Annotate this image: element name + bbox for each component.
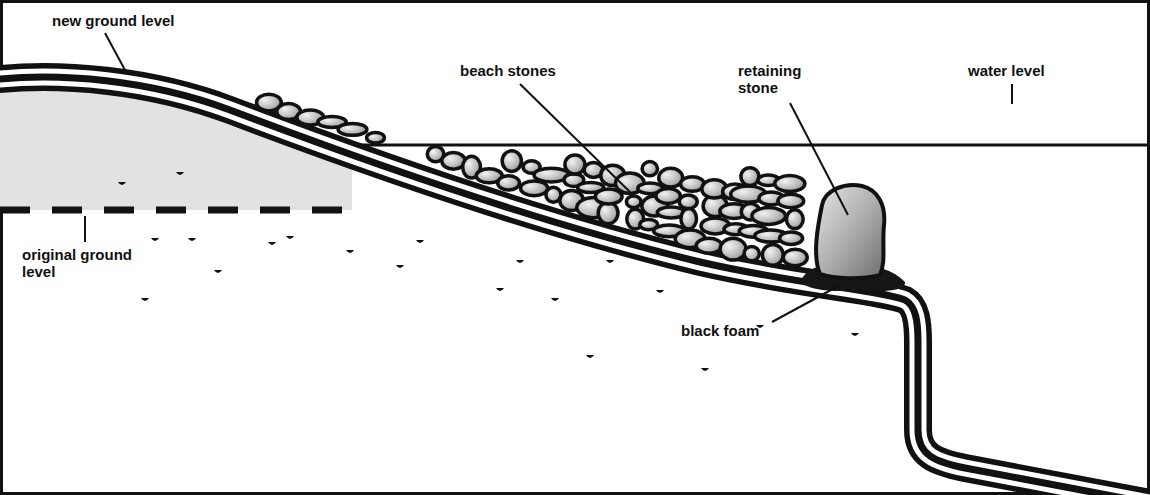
soil-dot bbox=[656, 290, 664, 293]
beach-stone bbox=[679, 195, 697, 209]
original-ground-line bbox=[0, 207, 350, 214]
soil-dot bbox=[214, 270, 222, 273]
part-label: new ground level bbox=[52, 12, 175, 29]
part-label: water level bbox=[968, 62, 1045, 79]
soil-dot bbox=[268, 242, 276, 245]
soil-dot bbox=[496, 288, 504, 291]
beach-stone bbox=[338, 123, 367, 135]
soil-dot bbox=[346, 250, 354, 253]
beach-stone bbox=[656, 189, 681, 204]
beach-stone bbox=[696, 238, 722, 253]
soil-dot bbox=[701, 368, 709, 371]
soil-dot bbox=[606, 260, 614, 263]
part-label: retaining stone bbox=[738, 62, 828, 96]
leader-lines bbox=[85, 33, 1012, 322]
soil-dot bbox=[188, 238, 196, 241]
beach-stone bbox=[741, 168, 759, 186]
part-label: black foam bbox=[681, 322, 759, 339]
beach-stone bbox=[367, 133, 385, 144]
beach-stone bbox=[681, 208, 697, 229]
beach-stone bbox=[502, 151, 521, 172]
soil-dot bbox=[396, 265, 404, 268]
beach-stone bbox=[780, 232, 803, 245]
beach-stone bbox=[786, 210, 803, 229]
soil-dot bbox=[176, 172, 184, 175]
beach-stone bbox=[521, 181, 548, 196]
beach-stone bbox=[565, 155, 585, 174]
beach-stone bbox=[744, 246, 759, 260]
soil-dot bbox=[416, 240, 424, 243]
soil-dot bbox=[851, 333, 859, 336]
beach-stone bbox=[752, 208, 786, 225]
beach-stone bbox=[775, 176, 805, 192]
beach-stones bbox=[257, 94, 808, 266]
soil-dot bbox=[516, 260, 524, 263]
part-label: beach stones bbox=[460, 62, 556, 79]
beach-stone bbox=[783, 249, 807, 266]
retaining-stone bbox=[816, 185, 884, 278]
soil-dot bbox=[286, 236, 294, 239]
beach-stone bbox=[498, 176, 520, 190]
soil-dot bbox=[551, 298, 559, 301]
beach-stone bbox=[778, 194, 804, 207]
beach-stone bbox=[762, 245, 783, 266]
water-level-line bbox=[360, 144, 1150, 147]
pond-liner bbox=[0, 77, 1150, 495]
beach-stone bbox=[642, 162, 657, 176]
part-label: original ground level bbox=[22, 246, 134, 280]
soil-dot bbox=[141, 298, 149, 301]
beach-stone bbox=[720, 238, 746, 260]
soil-dot bbox=[118, 182, 126, 185]
beach-stone bbox=[626, 196, 641, 208]
soil-dot bbox=[586, 355, 594, 358]
soil-dot bbox=[151, 238, 159, 241]
